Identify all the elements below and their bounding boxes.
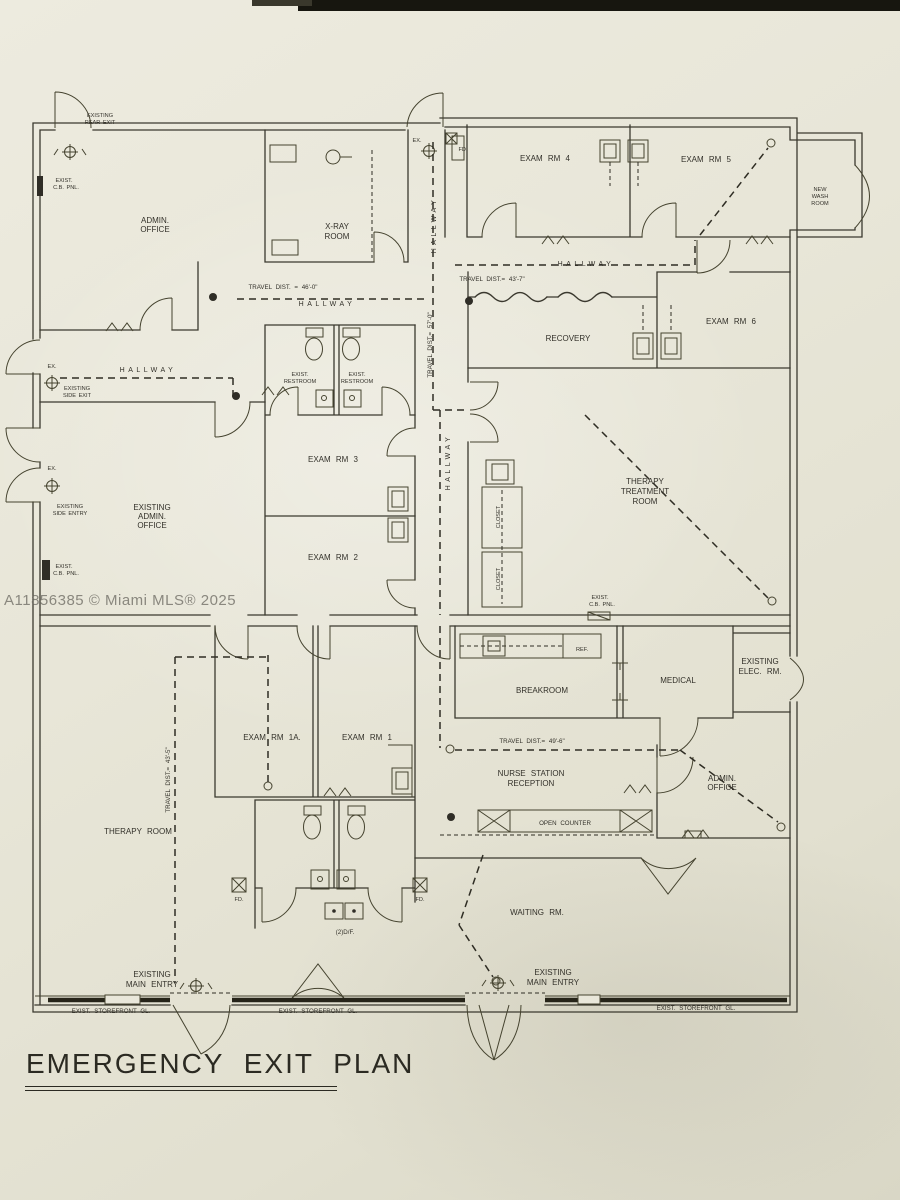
label-travel-57: TRAVEL DIST.= 57'-0": [427, 312, 434, 377]
label-exam6: EXAM RM 6: [706, 317, 757, 326]
label-hallway-v1: HALLWAY: [431, 197, 438, 254]
label-closet-2: CLOSET: [496, 567, 502, 590]
label-main-entry-c1: EXISTING: [534, 968, 571, 977]
label-admin-office-top-2: OFFICE: [140, 225, 169, 234]
label-cb-panel-3: EXIST.: [591, 595, 609, 601]
photo-edge-top: [298, 0, 900, 11]
label-exam3: EXAM RM 3: [308, 455, 359, 464]
label-restroom-l: EXIST.: [291, 372, 309, 378]
label-exam5: EXAM RM 5: [681, 155, 732, 164]
label-df: (2)D/F.: [336, 929, 355, 936]
label-elec-1: EXISTING: [741, 657, 778, 666]
label-therapy-room: THERAPY ROOM: [104, 827, 172, 836]
label-side-exit: EXISTING: [64, 386, 90, 392]
label-closet-1: CLOSET: [496, 505, 502, 528]
label-cb-panel-1b: C.B. PNL.: [53, 185, 79, 191]
interior-walls: [39, 124, 791, 929]
label-therapy-tx-1: THERAPY: [626, 477, 664, 486]
label-travel-43-5: TRAVEL DIST.= 43'-5": [165, 747, 172, 812]
label-ex-2: EX.: [47, 364, 56, 370]
label-existing-admin-2: ADMIN.: [138, 512, 166, 521]
label-wash-1: NEW: [813, 187, 827, 193]
label-hallway-2: HALLWAY: [120, 367, 177, 374]
label-hallway-1: HALLWAY: [299, 301, 356, 308]
label-cb-panel-1: EXIST.: [55, 178, 73, 184]
label-rear-exit: EXISTING: [87, 113, 113, 119]
label-elec-2: ELEC. RM.: [738, 667, 781, 676]
label-main-entry-c2: MAIN ENTRY: [527, 978, 580, 987]
label-side-exit-2: SIDE EXIT: [63, 393, 92, 399]
label-restroom-l2: RESTROOM: [284, 379, 317, 385]
label-wash-3: ROOM: [811, 201, 829, 207]
label-nurse-1: NURSE STATION: [498, 769, 565, 778]
exit-light-icon: [44, 143, 515, 994]
label-cb-panel-2: EXIST.: [55, 564, 73, 570]
storefront-glazing: [35, 992, 790, 1005]
photo-edge-top-shade: [252, 0, 312, 6]
label-fd-top: FD.: [458, 147, 467, 153]
label-exam1: EXAM RM 1: [342, 733, 393, 742]
label-xray: X-RAY: [325, 222, 350, 231]
label-restroom-r: EXIST.: [348, 372, 366, 378]
label-ex-3: EX.: [47, 466, 56, 472]
labels: EXISTING REAR EXIT EXIST. C.B. PNL. ADMI…: [47, 113, 829, 1015]
label-recovery: RECOVERY: [546, 334, 591, 343]
label-open-counter: OPEN COUNTER: [539, 820, 591, 827]
label-ref: REF.: [576, 647, 589, 653]
label-main-entry-l1: EXISTING: [133, 970, 170, 979]
label-existing-admin-3: OFFICE: [137, 521, 166, 530]
label-main-entry-l2: MAIN ENTRY: [126, 980, 179, 989]
label-side-entry-2: SIDE ENTRY: [53, 511, 88, 517]
label-xray-2: ROOM: [325, 232, 350, 241]
label-hallway-3: HALLWAY: [558, 261, 615, 268]
label-admin-office-top: ADMIN.: [141, 216, 169, 225]
label-therapy-tx-2: TREATMENT: [621, 487, 669, 496]
label-admin-bottom-2: OFFICE: [707, 783, 736, 792]
travel-paths: [60, 142, 779, 983]
label-therapy-tx-3: ROOM: [633, 497, 658, 506]
label-medical: MEDICAL: [660, 676, 696, 685]
label-admin-bottom-1: ADMIN.: [708, 774, 736, 783]
label-existing-admin-1: EXISTING: [133, 503, 170, 512]
label-storefront-3: EXIST. STOREFRONT GL.: [657, 1005, 736, 1012]
label-travel-46: TRAVEL DIST. = 46'-0": [248, 284, 317, 291]
label-wash-2: WASH: [812, 194, 829, 200]
label-waiting: WAITING RM.: [510, 908, 564, 917]
fixtures: [37, 132, 786, 994]
perimeter-walls: [32, 117, 863, 1013]
label-cb-panel-3b: C.B. PNL.: [589, 602, 615, 608]
label-nurse-2: RECEPTION: [508, 779, 555, 788]
label-storefront-1: EXIST. STOREFRONT GL.: [72, 1008, 151, 1015]
label-breakroom: BREAKROOM: [516, 686, 568, 695]
plan-title: EMERGENCY EXIT PLAN: [26, 1048, 415, 1079]
label-fd-2: FD.: [415, 897, 424, 903]
label-cb-panel-2b: C.B. PNL.: [53, 571, 79, 577]
label-exam2: EXAM RM 2: [308, 553, 359, 562]
title-underline: [25, 1086, 337, 1091]
mls-watermark: A11856385 © Miami MLS® 2025: [4, 592, 237, 609]
label-hallway-v2: HALLWAY: [445, 434, 452, 491]
label-exam4: EXAM RM 4: [520, 154, 571, 163]
label-travel-49-6: TRAVEL DIST.= 49'-6": [499, 738, 564, 745]
label-exam1a: EXAM RM 1A.: [243, 733, 301, 742]
label-fd-1: FD.: [234, 897, 243, 903]
label-side-entry: EXISTING: [57, 504, 83, 510]
label-storefront-2: EXIST. STOREFRONT GL.: [279, 1008, 358, 1015]
label-rear-exit-2: REAR EXIT: [85, 120, 116, 126]
label-ex-1: EX.: [412, 138, 421, 144]
label-travel-43-7: TRAVEL DIST.= 43'-7": [459, 276, 524, 283]
label-restroom-r2: RESTROOM: [341, 379, 374, 385]
